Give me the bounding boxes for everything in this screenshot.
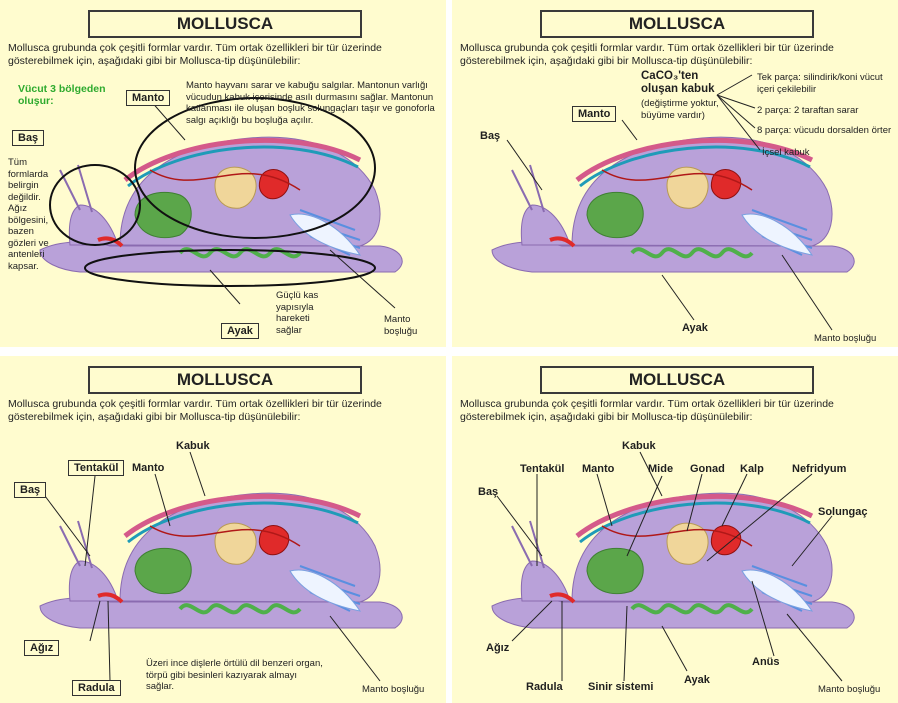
bas-label: Baş <box>12 130 44 146</box>
caco3-subtext: (değiştirme yoktur, büyüme vardır) <box>641 98 721 121</box>
shell-type-2: 2 parça: 2 taraftan sarar <box>757 105 892 117</box>
shell-type-3: 8 parça: vücudu dorsalden örter <box>757 125 892 137</box>
tentakul-label: Tentakül <box>520 463 564 475</box>
radula-label: Radula <box>526 681 563 693</box>
manto-boslugu-label: Manto boşluğu <box>818 684 880 696</box>
mollusc-diagram <box>0 356 446 703</box>
manto-label: Manto <box>582 463 614 475</box>
mollusc-diagram <box>452 356 898 703</box>
manto-note: Manto hayvanı sarar ve kabuğu salgılar. … <box>186 80 441 126</box>
caco3-heading: CaCO₃'ten oluşan kabuk <box>641 70 721 96</box>
kalp-label: Kalp <box>740 463 764 475</box>
kabuk-label: Kabuk <box>622 440 656 452</box>
bas-note: Tüm formlarda belirgin değildir. Ağız bö… <box>8 157 60 272</box>
anus-label: Anüs <box>752 656 780 668</box>
shell-type-4: İçsel kabuk <box>762 147 842 159</box>
bas-label: Baş <box>478 486 498 498</box>
manto-boslugu-label: Manto boşluğu <box>362 684 424 696</box>
manto-label: Manto <box>126 90 170 106</box>
radula-note: Üzeri ince dişlerle örtülü dil benzeri o… <box>146 658 326 693</box>
mide-label: Mide <box>648 463 673 475</box>
sinir-sistemi-label: Sinir sistemi <box>588 681 653 693</box>
bas-label: Baş <box>14 482 46 498</box>
ayak-label: Ayak <box>682 322 708 334</box>
manto-label: Manto <box>132 462 164 474</box>
manto-label: Manto <box>572 106 616 122</box>
agiz-label: Ağız <box>486 642 509 654</box>
gonad-label: Gonad <box>690 463 725 475</box>
solungac-label: Solungaç <box>818 506 868 518</box>
shell-type-1: Tek parça: silindirik/koni vücut içeri ç… <box>757 72 892 95</box>
regions-heading: Vücut 3 bölgeden oluşur: <box>18 83 118 107</box>
kabuk-label: Kabuk <box>176 440 210 452</box>
panel-organs: MOLLUSCA Mollusca grubunda çok çeşitli f… <box>452 356 898 703</box>
ayak-label: Ayak <box>221 323 259 339</box>
mollusc-diagram <box>452 0 898 347</box>
panel-radula: MOLLUSCA Mollusca grubunda çok çeşitli f… <box>0 356 446 703</box>
panel-body-regions: MOLLUSCA Mollusca grubunda çok çeşitli f… <box>0 0 446 347</box>
nefridyum-label: Nefridyum <box>792 463 846 475</box>
manto-boslugu-label: Manto boşluğu <box>814 333 876 345</box>
ayak-note: Güçlü kas yapısıyla hareketi sağlar <box>276 290 338 336</box>
bas-label: Baş <box>480 130 500 142</box>
manto-boslugu-label: Manto boşluğu <box>384 314 436 337</box>
mollusc-diagram <box>0 0 446 347</box>
agiz-label: Ağız <box>24 640 59 656</box>
panel-shell: MOLLUSCA Mollusca grubunda çok çeşitli f… <box>452 0 898 347</box>
radula-label: Radula <box>72 680 121 696</box>
tentakul-label: Tentakül <box>68 460 124 476</box>
ayak-label: Ayak <box>684 674 710 686</box>
